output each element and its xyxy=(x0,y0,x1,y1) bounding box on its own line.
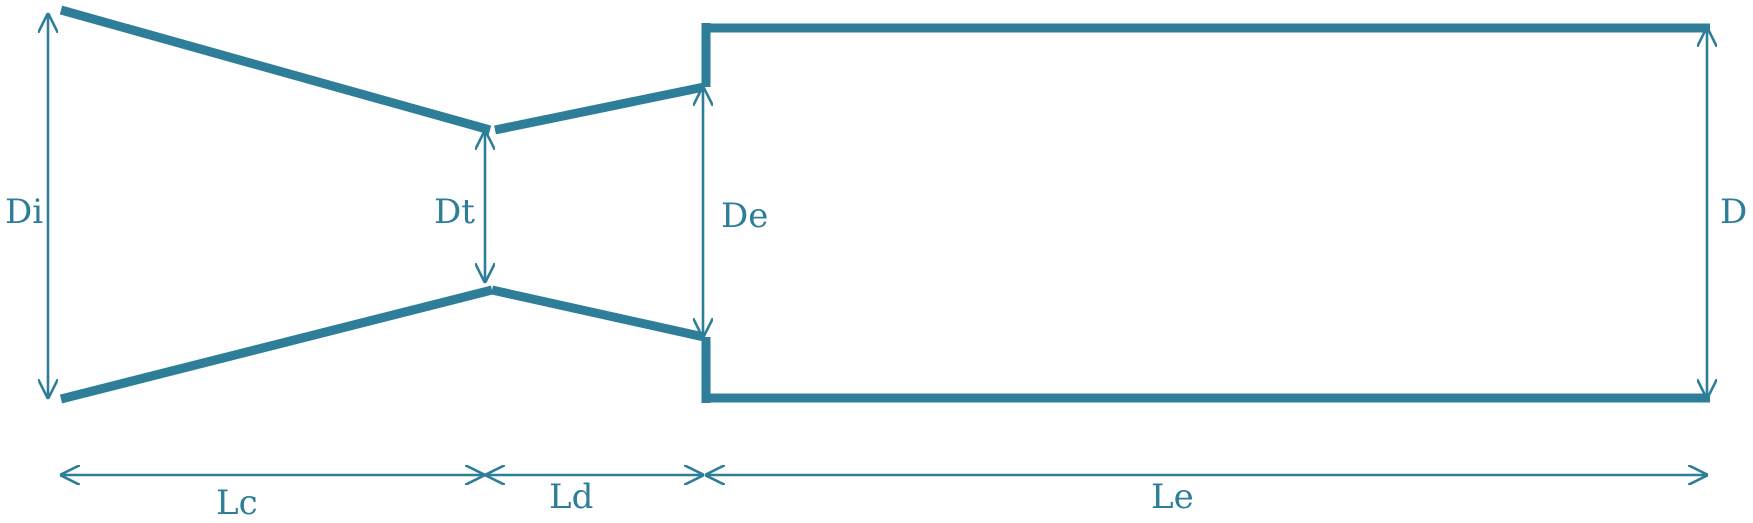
exit-diameter-label: De xyxy=(721,196,768,236)
converging-wall-top xyxy=(59,5,492,135)
converging-length-label: Lc xyxy=(216,483,258,523)
tube-diameter-label: D xyxy=(1720,192,1747,232)
inlet-diameter-label: Di xyxy=(5,192,43,232)
throat-diameter-label: Dt xyxy=(434,192,475,232)
dimension-labels: Di Dt De D Lc Ld Le xyxy=(5,192,1747,523)
converging-wall-bottom xyxy=(59,285,494,404)
diverging-wall-top xyxy=(494,82,705,135)
diameter-dimensions xyxy=(48,12,1707,400)
diverging-length-label: Ld xyxy=(549,477,593,517)
nozzle-walls xyxy=(59,5,1710,404)
diverging-wall-bottom xyxy=(491,285,705,342)
extension-length-label: Le xyxy=(1151,477,1194,517)
